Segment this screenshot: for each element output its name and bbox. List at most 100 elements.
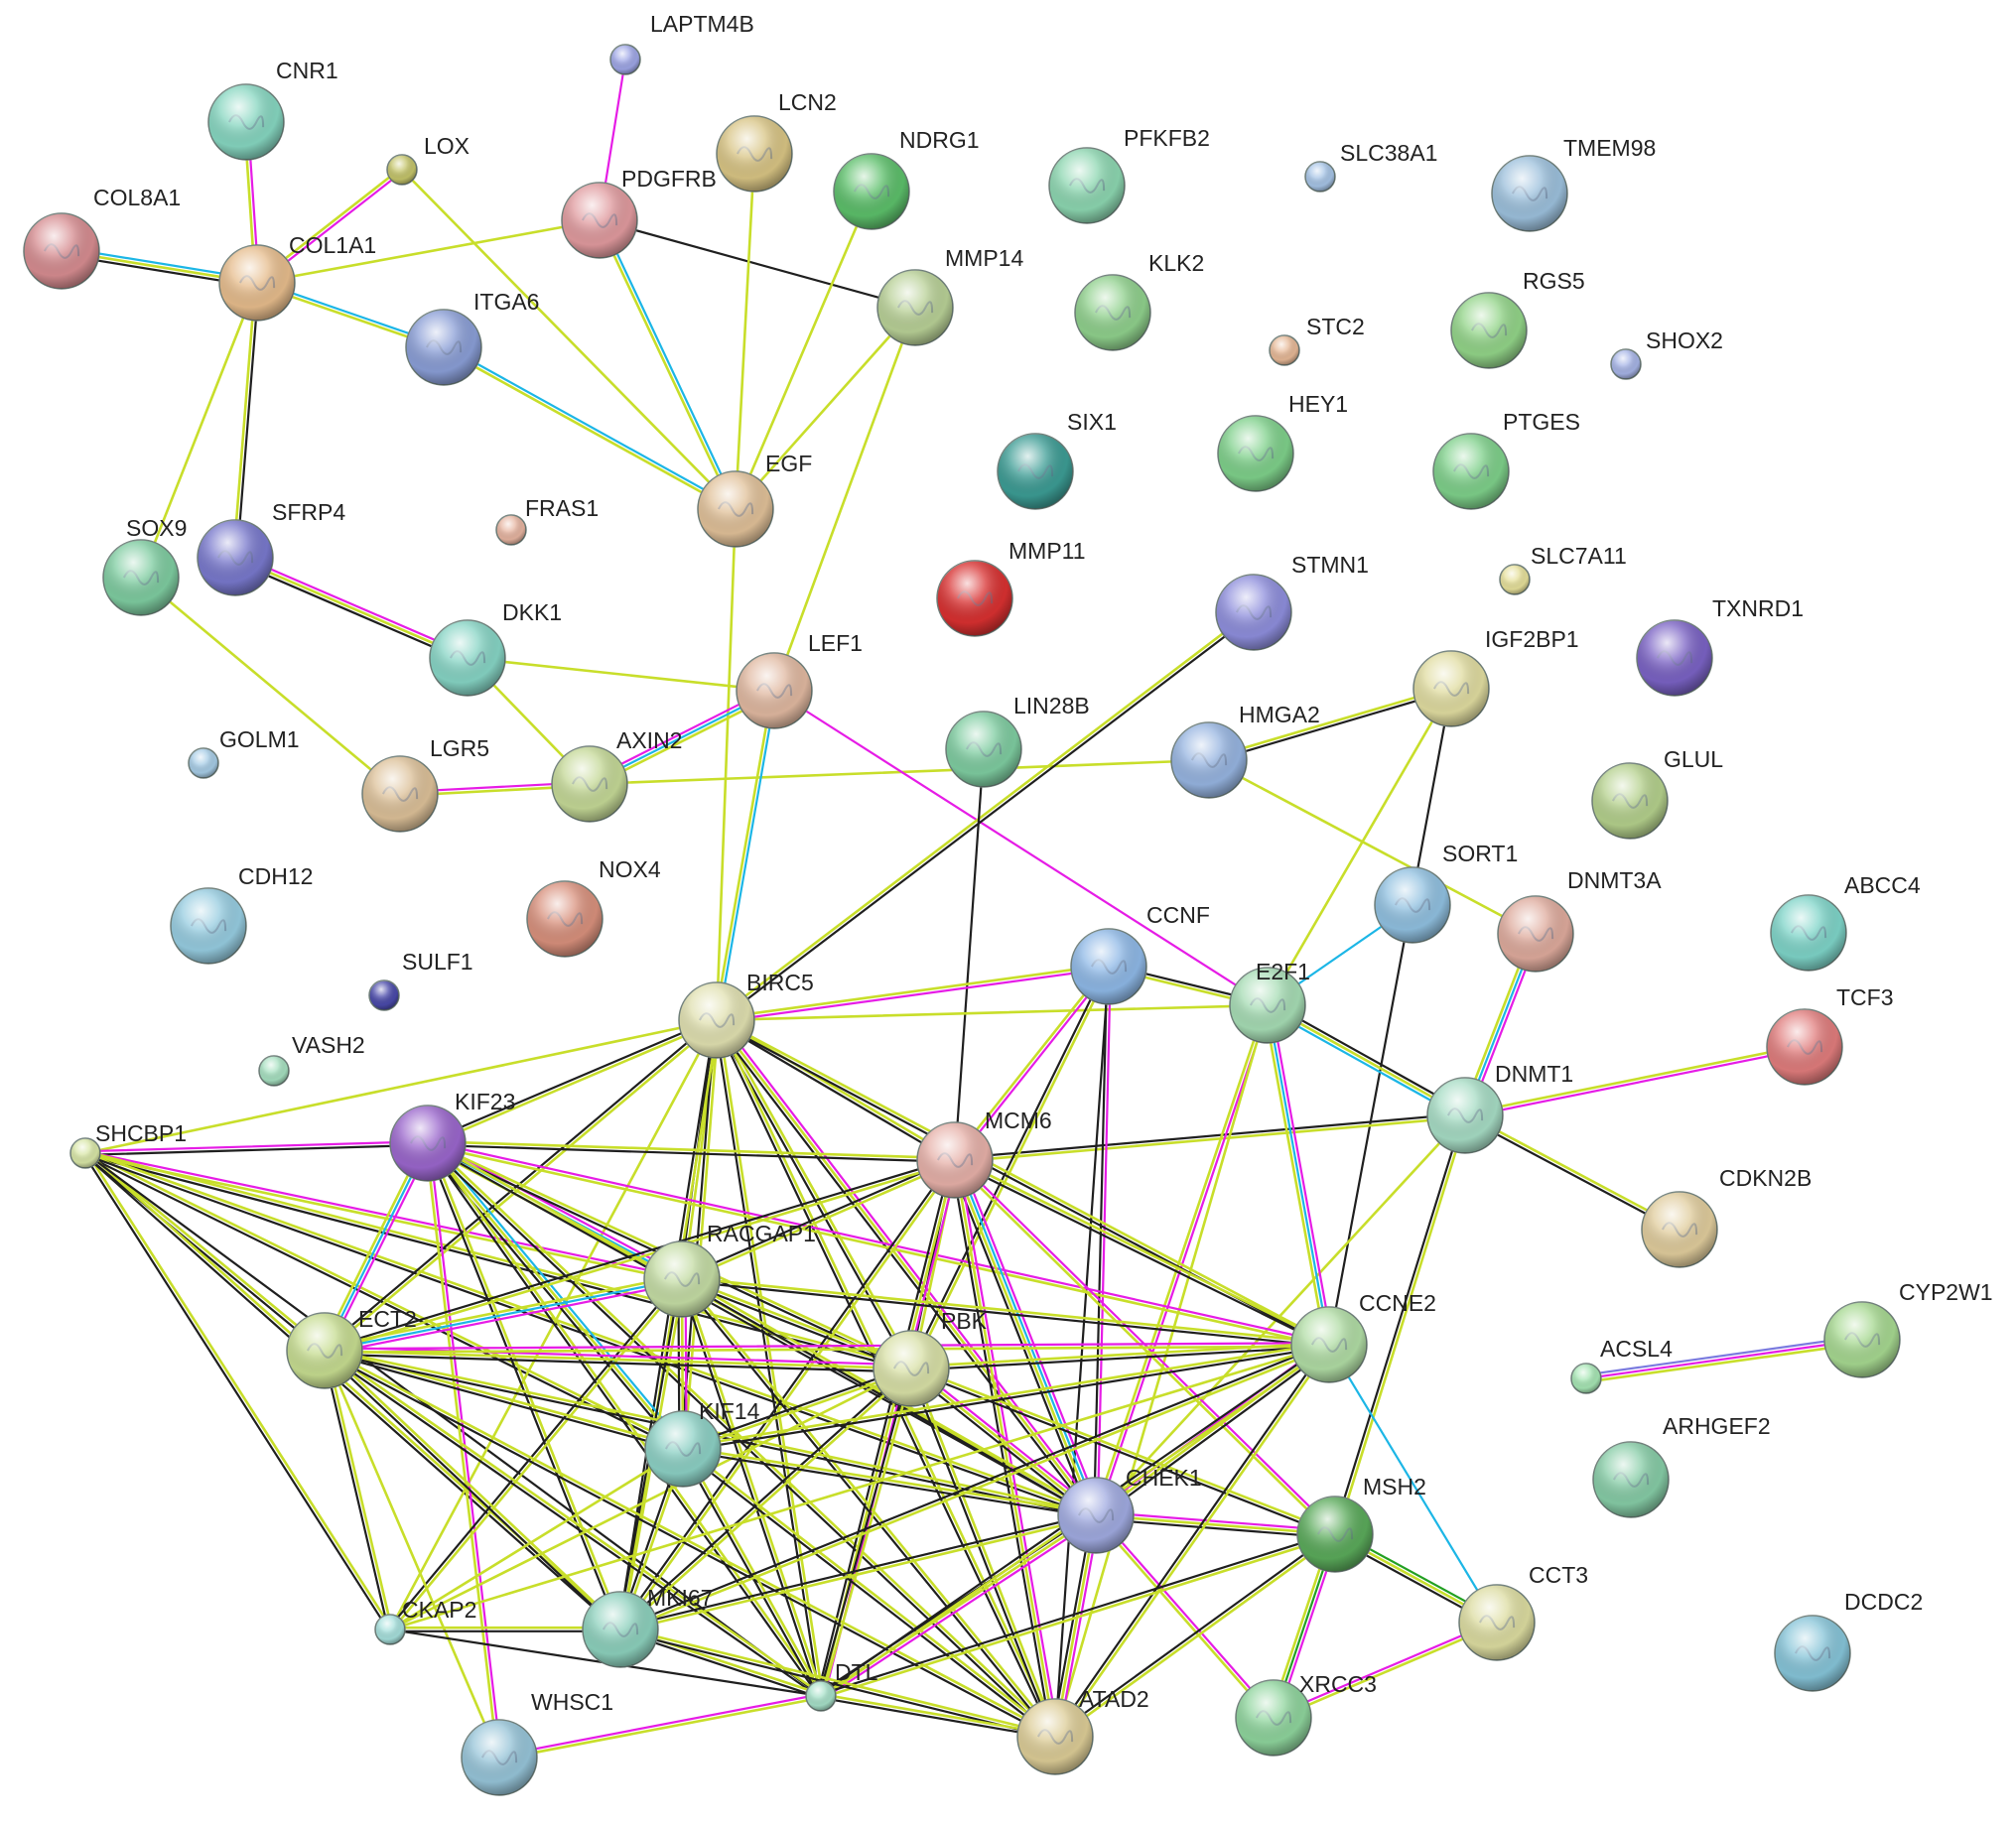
node-cdh12[interactable]: CDH12: [170, 863, 313, 965]
node-mki67[interactable]: MKI67: [582, 1585, 713, 1668]
node-pbk[interactable]: PBK: [873, 1308, 988, 1407]
node-golm1[interactable]: GOLM1: [188, 726, 300, 779]
node-lef1[interactable]: LEF1: [736, 630, 863, 729]
node-vash2[interactable]: VASH2: [258, 1032, 365, 1087]
node-txnrd1[interactable]: TXNRD1: [1636, 595, 1804, 697]
node-label-xrcc3: XRCC3: [1299, 1671, 1377, 1697]
node-label-dtl: DTL: [835, 1659, 878, 1685]
node-ptges[interactable]: PTGES: [1432, 409, 1580, 510]
node-lgr5[interactable]: LGR5: [361, 735, 489, 833]
node-ccnf[interactable]: CCNF: [1070, 902, 1210, 1005]
node-e2f1[interactable]: E2F1: [1229, 959, 1310, 1044]
edge-axin2-hmga2-textmining: [588, 758, 1211, 786]
node-laptm4b[interactable]: LAPTM4B: [609, 11, 754, 75]
node-ect2[interactable]: ECT2: [286, 1306, 417, 1389]
node-chek1[interactable]: CHEK1: [1057, 1465, 1202, 1554]
edge-pbk-kif14-coexpression: [681, 1366, 912, 1449]
node-birc5[interactable]: BIRC5: [678, 970, 814, 1059]
edge-whsc1-dtl-experimental: [497, 1693, 822, 1758]
node-glul[interactable]: GLUL: [1591, 746, 1723, 840]
node-dnmt3a[interactable]: DNMT3A: [1497, 867, 1662, 973]
edge-mcm6-mki67-coexpression: [617, 1157, 955, 1630]
node-klk2[interactable]: KLK2: [1074, 250, 1204, 351]
node-cct3[interactable]: CCT3: [1458, 1562, 1588, 1661]
node-abcc4[interactable]: ABCC4: [1770, 872, 1921, 972]
node-shcbp1[interactable]: SHCBP1: [69, 1120, 187, 1169]
node-hey1[interactable]: HEY1: [1217, 391, 1348, 492]
node-mcm6[interactable]: MCM6: [916, 1108, 1052, 1199]
node-tmem98[interactable]: TMEM98: [1491, 135, 1656, 232]
node-gloss: [462, 1720, 537, 1795]
node-kif14[interactable]: KIF14: [644, 1398, 760, 1488]
node-itga6[interactable]: ITGA6: [405, 289, 539, 386]
node-tcf3[interactable]: TCF3: [1766, 984, 1894, 1086]
node-sulf1[interactable]: SULF1: [368, 949, 473, 1011]
edge-kif14-atad2-coexpression: [680, 1449, 1055, 1740]
node-gloss: [171, 888, 246, 964]
node-gloss: [1571, 1364, 1601, 1393]
edge-birc5-ckap2-textmining: [388, 1018, 719, 1631]
node-slc7a11[interactable]: SLC7A11: [1499, 543, 1627, 595]
node-ndrg1[interactable]: NDRG1: [833, 127, 980, 230]
node-hmga2[interactable]: HMGA2: [1170, 702, 1320, 799]
edge-shcbp1-kif23-coexpression: [83, 1143, 430, 1156]
node-slc38a1[interactable]: SLC38A1: [1304, 140, 1437, 193]
edge-birc5-kif23-coexpression: [426, 1017, 718, 1143]
node-lin28b[interactable]: LIN28B: [945, 693, 1090, 788]
node-gloss: [737, 653, 812, 728]
node-shox2[interactable]: SHOX2: [1610, 327, 1723, 380]
node-igf2bp1[interactable]: IGF2BP1: [1412, 626, 1579, 727]
node-stmn1[interactable]: STMN1: [1215, 552, 1369, 651]
node-gloss: [362, 756, 438, 832]
node-sox9[interactable]: SOX9: [102, 515, 187, 616]
node-rgs5[interactable]: RGS5: [1450, 268, 1585, 369]
edge-ect2-atad2-textmining: [324, 1348, 1058, 1737]
node-cdkn2b[interactable]: CDKN2B: [1641, 1165, 1812, 1268]
node-label-dnmt3a: DNMT3A: [1567, 867, 1662, 893]
node-ccne2[interactable]: CCNE2: [1290, 1290, 1436, 1383]
edge-e2f1-ccne2-database: [1266, 1003, 1331, 1347]
edge-pbk-chek1-textmining: [909, 1367, 1098, 1517]
node-whsc1[interactable]: WHSC1: [461, 1689, 613, 1796]
node-sort1[interactable]: SORT1: [1374, 841, 1518, 944]
node-nox4[interactable]: NOX4: [526, 856, 661, 958]
node-label-shox2: SHOX2: [1646, 327, 1723, 353]
node-cyp2w1[interactable]: CYP2W1: [1823, 1279, 1993, 1378]
node-ckap2[interactable]: CKAP2: [374, 1597, 476, 1645]
node-cnr1[interactable]: CNR1: [207, 58, 338, 161]
node-label-birc5: BIRC5: [746, 970, 814, 995]
edge-chek1-xrcc3-experimental: [1096, 1512, 1277, 1718]
node-col8a1[interactable]: COL8A1: [23, 185, 181, 290]
node-lcn2[interactable]: LCN2: [716, 89, 837, 193]
node-pfkfb2[interactable]: PFKFB2: [1048, 125, 1210, 224]
node-kif23[interactable]: KIF23: [389, 1089, 515, 1182]
node-egf[interactable]: EGF: [697, 451, 812, 548]
node-dtl[interactable]: DTL: [805, 1659, 878, 1712]
edge-racgap1-pbk-coexpression: [680, 1279, 912, 1371]
node-stc2[interactable]: STC2: [1269, 314, 1365, 366]
edge-ccnf-pbk-textmining: [911, 966, 1112, 1371]
node-dnmt1[interactable]: DNMT1: [1426, 1061, 1573, 1154]
node-col1a1[interactable]: COL1A1: [218, 232, 376, 322]
node-mmp11[interactable]: MMP11: [936, 538, 1086, 637]
node-acsl4[interactable]: ACSL4: [1570, 1336, 1673, 1394]
node-arhgef2[interactable]: ARHGEF2: [1592, 1413, 1771, 1518]
node-dcdc2[interactable]: DCDC2: [1774, 1589, 1923, 1692]
node-axin2[interactable]: AXIN2: [551, 727, 682, 823]
node-xrcc3[interactable]: XRCC3: [1235, 1671, 1377, 1757]
node-pdgfrb[interactable]: PDGFRB: [561, 166, 717, 259]
node-six1[interactable]: SIX1: [997, 409, 1117, 510]
node-atad2[interactable]: ATAD2: [1016, 1686, 1149, 1775]
node-fras1[interactable]: FRAS1: [495, 495, 599, 546]
node-dkk1[interactable]: DKK1: [429, 599, 562, 697]
edge-sfrp4-dkk1-experimental: [235, 553, 470, 656]
node-mmp14[interactable]: MMP14: [876, 245, 1023, 346]
node-gloss: [406, 310, 481, 385]
node-sfrp4[interactable]: SFRP4: [197, 499, 345, 596]
node-msh2[interactable]: MSH2: [1296, 1474, 1426, 1573]
node-lox[interactable]: LOX: [386, 133, 470, 186]
node-racgap1[interactable]: RACGAP1: [643, 1221, 816, 1318]
edge-dnmt1-msh2-coexpression: [1332, 1113, 1465, 1535]
edge-msh2-dtl-textmining: [820, 1534, 1337, 1700]
edge-kif23-ect2-database: [323, 1141, 430, 1353]
